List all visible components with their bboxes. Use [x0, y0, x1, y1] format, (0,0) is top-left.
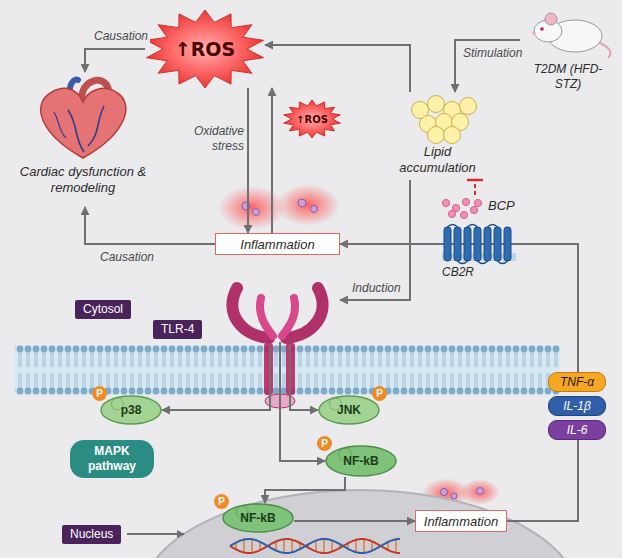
factor-blob: PNF-kB	[325, 445, 397, 477]
leader-arrow	[127, 533, 184, 535]
lipid-figure: Lipid accumulation	[385, 92, 490, 180]
cytokine-pill: IL-1β	[548, 396, 606, 416]
connector-line	[162, 342, 270, 410]
cytokine-pill: TNF-α	[548, 372, 606, 392]
cytokine-label: IL-6	[549, 422, 605, 438]
connector-line	[340, 244, 578, 372]
edge-label: Induction	[350, 281, 403, 296]
label-chip: Cytosol	[75, 300, 131, 319]
kinase-blob: Pp38	[100, 395, 162, 425]
connector-line	[265, 477, 345, 503]
box-label: Inflammation	[424, 514, 498, 529]
connector-line	[247, 88, 249, 233]
connector	[340, 180, 410, 300]
edge-label: Causation	[98, 250, 156, 265]
receptor-label: CB2R	[442, 265, 512, 280]
connector	[507, 440, 578, 521]
ros-label: ↑ROS	[175, 38, 235, 60]
drug-label: BCP	[488, 198, 530, 214]
phospho-badge: P	[317, 436, 332, 451]
connector	[290, 342, 318, 410]
phospho-badge: P	[92, 386, 107, 401]
phospho-badge: P	[214, 494, 229, 509]
process-box: Inflammation	[415, 510, 507, 532]
ros-starburst: ↑ROS	[145, 10, 265, 88]
tlr4-receptor	[215, 280, 340, 342]
connector	[467, 180, 483, 195]
figure-caption: Cardiac dysfunction & remodeling	[16, 164, 150, 196]
connector	[162, 342, 270, 410]
figure-caption: T2DM (HFD-STZ)	[528, 62, 608, 92]
pathway-label: MAPK pathway	[78, 444, 146, 474]
ros-label: ↑ROS	[296, 114, 328, 125]
kinase-blob: JNKP	[318, 395, 380, 425]
inhibition-bar	[467, 179, 483, 182]
protein-label: NF-kB	[240, 511, 275, 525]
cytokine-label: IL-1β	[549, 398, 605, 414]
connector	[248, 88, 249, 233]
receptor-chip: TLR-4	[153, 320, 202, 339]
connector-line	[271, 88, 273, 233]
connector	[85, 49, 145, 72]
dna-strand	[230, 539, 400, 553]
protein-label: p38	[121, 403, 142, 417]
cytokine-label: TNF-α	[549, 374, 605, 390]
connector	[85, 207, 215, 244]
connector-line	[507, 440, 578, 521]
pathway-pill: MAPK pathway	[70, 440, 154, 478]
process-box: Inflammation	[215, 233, 340, 255]
cytokine-pill: IL-6	[548, 420, 606, 440]
edge-label: Stimulation	[461, 46, 524, 61]
box-label: Inflammation	[240, 237, 314, 252]
ros-starburst: ↑ROS	[283, 100, 341, 138]
protein-label: NF-kB	[343, 454, 378, 468]
receptor-figure: BCP CB2R	[432, 195, 532, 283]
heart-figure: Cardiac dysfunction & remodeling	[8, 72, 158, 207]
connector-line	[340, 180, 410, 300]
connector	[265, 477, 345, 503]
connector-line	[474, 180, 476, 195]
connector	[265, 45, 410, 92]
edge-label: Oxidative stress	[184, 124, 246, 154]
connector-line	[294, 520, 415, 522]
figure-caption: Lipid accumulation	[385, 144, 490, 176]
phospho-badge: P	[372, 386, 387, 401]
chip-label: Nucleus	[70, 527, 113, 542]
factor-blob: PNF-kB	[222, 503, 294, 533]
tlr4-figure: TLR-4	[215, 280, 340, 342]
protein-label: JNK	[337, 403, 361, 417]
chip-label: Cytosol	[83, 302, 123, 317]
connector-line	[290, 342, 318, 410]
connector	[272, 88, 273, 233]
nucleus	[140, 490, 580, 558]
edge-label: Causation	[92, 29, 150, 44]
connector	[340, 244, 578, 372]
label-chip: Nucleus	[62, 525, 121, 544]
mouse-figure: T2DM (HFD-STZ)	[520, 4, 615, 100]
connector-line	[85, 49, 145, 72]
connector-line	[265, 45, 410, 92]
connector-line	[85, 207, 215, 244]
connector	[294, 521, 415, 522]
